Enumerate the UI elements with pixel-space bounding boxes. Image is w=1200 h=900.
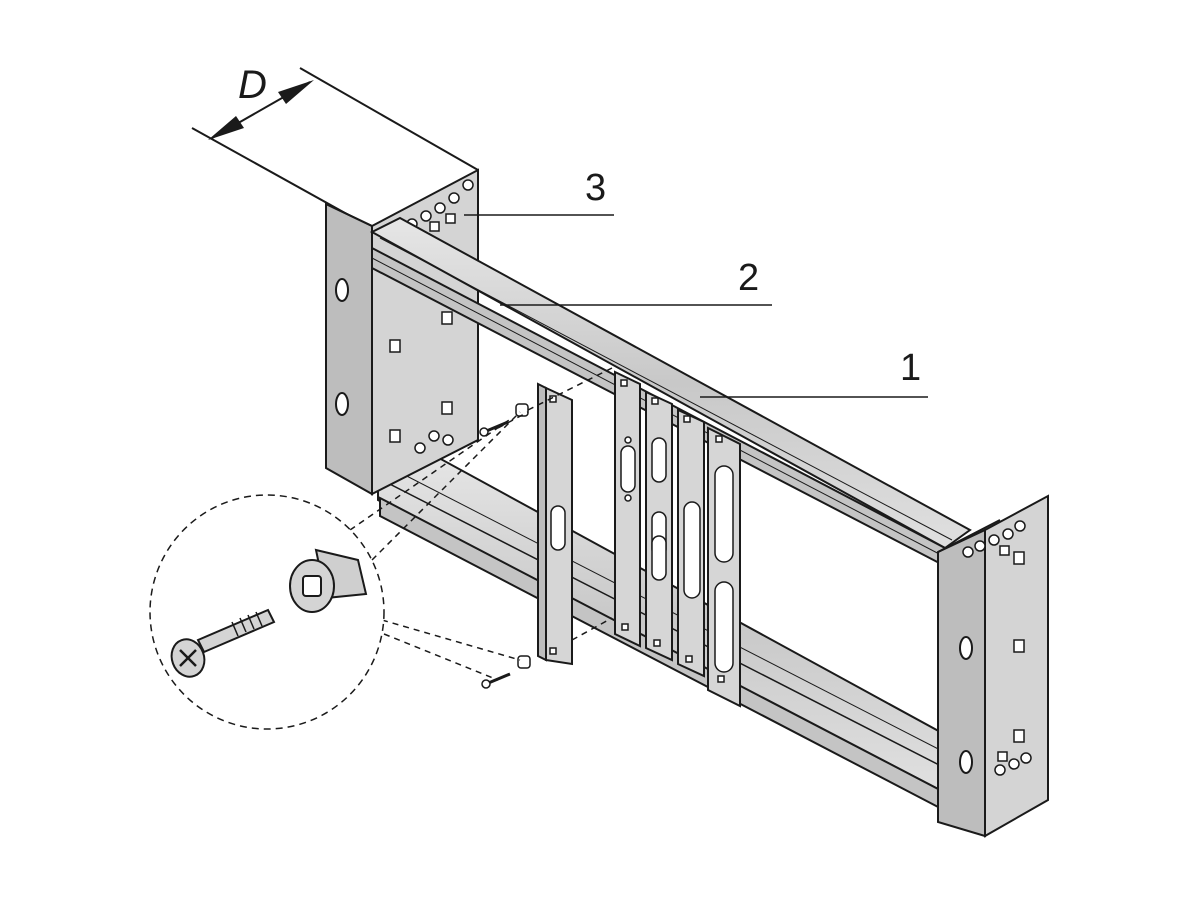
detail-magnifier — [149, 494, 385, 730]
callout-leaders — [464, 214, 928, 398]
right-mounting-flange — [937, 528, 986, 838]
front-panels-installed — [614, 370, 741, 708]
right-side-wall — [984, 494, 1049, 838]
front-panel — [614, 370, 641, 648]
detail-screw — [170, 608, 276, 678]
dimension-label: D — [238, 63, 267, 107]
dimension-arrow-front — [208, 116, 244, 140]
side-panel-right — [937, 494, 1049, 838]
cage-nut — [515, 403, 529, 417]
callout-label-2: 2 — [738, 257, 759, 299]
cage-nut — [517, 655, 531, 669]
callout-label-1: 1 — [900, 347, 921, 389]
flange-slot — [335, 278, 349, 302]
front-panel-loose — [537, 382, 573, 666]
left-mounting-flange — [325, 202, 373, 496]
flange-slot — [335, 392, 349, 416]
screw-set-bottom — [481, 655, 531, 689]
guide-lines — [349, 367, 613, 681]
detail-cage-nut — [289, 548, 368, 613]
flange-slot — [959, 750, 973, 774]
flange-slot — [959, 636, 973, 660]
screw-set-top — [479, 403, 529, 437]
callout-label-3: 3 — [585, 167, 606, 209]
sub-d-cutout — [550, 505, 566, 551]
dimension-arrow-back — [278, 80, 314, 104]
dimension-extension-line-back — [299, 67, 479, 171]
